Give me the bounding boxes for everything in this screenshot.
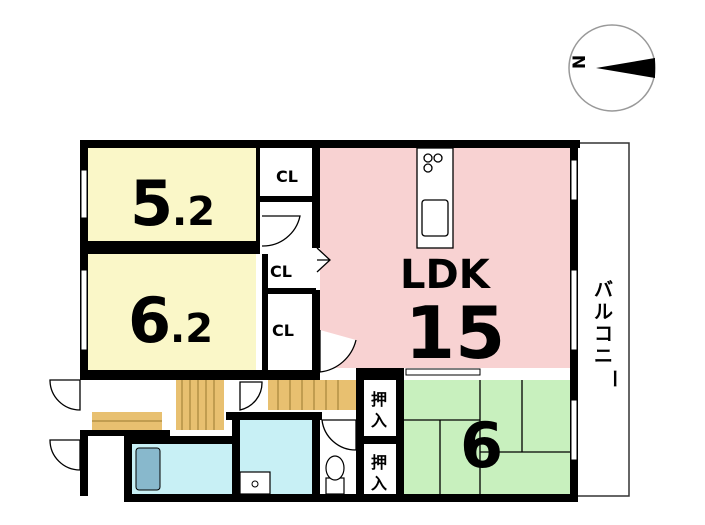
balcony-char: ル <box>594 301 613 323</box>
balcony-char: バ <box>594 279 613 301</box>
western-room-2 <box>88 254 256 370</box>
oshiire-top <box>364 380 396 436</box>
closet-3 <box>268 294 312 370</box>
closet-label-3: CL <box>272 321 294 340</box>
toilet-icon <box>325 455 345 495</box>
oshiire-label-top-2: 入 <box>371 411 387 430</box>
ldk-size: 15 <box>405 291 505 375</box>
balcony-char: ニ <box>594 345 613 367</box>
oshiire-label-bottom-2: 入 <box>371 474 387 493</box>
closet-label-2: CL <box>270 262 292 281</box>
tatami-lines <box>404 380 570 494</box>
sink-icon <box>239 471 271 495</box>
western-room-1 <box>88 148 256 241</box>
oshiire-label-top-1: 押 <box>371 390 387 409</box>
bathtub-icon <box>135 447 161 491</box>
balcony-label: バ ル コ ニ ー <box>594 279 625 388</box>
oshiire-bottom <box>364 444 396 494</box>
closet-2 <box>268 254 312 288</box>
closet-label-1: CL <box>276 167 298 186</box>
balcony <box>574 142 630 497</box>
western-room-2-size: 6 <box>128 284 171 357</box>
balcony-char: ー <box>603 369 625 388</box>
oshiire-label-bottom-1: 押 <box>371 453 387 472</box>
balcony-char: コ <box>594 323 613 345</box>
ldk-label: LDK <box>400 252 492 298</box>
windows <box>80 159 578 461</box>
japanese-room-size: 6 <box>460 409 503 482</box>
western-room-1-size: 5 <box>130 167 173 240</box>
compass-north-label: N <box>570 55 590 69</box>
compass-needle-icon <box>596 58 655 78</box>
compass: N <box>568 24 656 112</box>
doors <box>49 215 357 471</box>
western-room-1-size-decimal: .2 <box>172 189 215 235</box>
western-room-2-size-decimal: .2 <box>170 306 213 352</box>
japanese-room <box>404 380 570 494</box>
kitchen-counter <box>416 147 454 249</box>
wood-floor-areas <box>92 380 356 430</box>
